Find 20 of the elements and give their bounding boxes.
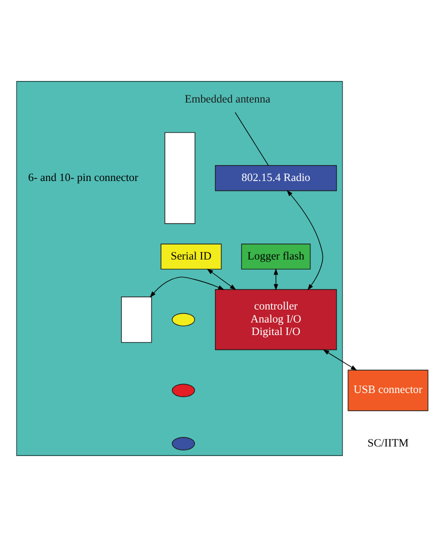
- node-box: USB connector: [348, 369, 428, 411]
- node-box: [164, 132, 196, 224]
- node-circle: [172, 312, 195, 326]
- node-circle: [172, 436, 195, 450]
- arrow: [286, 190, 324, 290]
- cluster: [16, 80, 343, 456]
- node-box: controller Analog I/O Digital I/O: [214, 288, 337, 350]
- node-box: Logger flash: [241, 243, 311, 270]
- arrow: [274, 268, 278, 290]
- arrow: [322, 348, 358, 370]
- arrow: [150, 276, 224, 298]
- arrow: [206, 268, 236, 290]
- node-box: [121, 296, 152, 342]
- label: 6- and 10- pin connector: [28, 171, 138, 184]
- node-circle: [172, 383, 195, 397]
- node-text: Embedded antenna: [184, 92, 270, 105]
- node-box: 802.15.4 Radio: [214, 164, 337, 191]
- label: SC/IITM: [367, 436, 409, 449]
- connector: [234, 112, 269, 166]
- node-box: Serial ID: [160, 243, 222, 270]
